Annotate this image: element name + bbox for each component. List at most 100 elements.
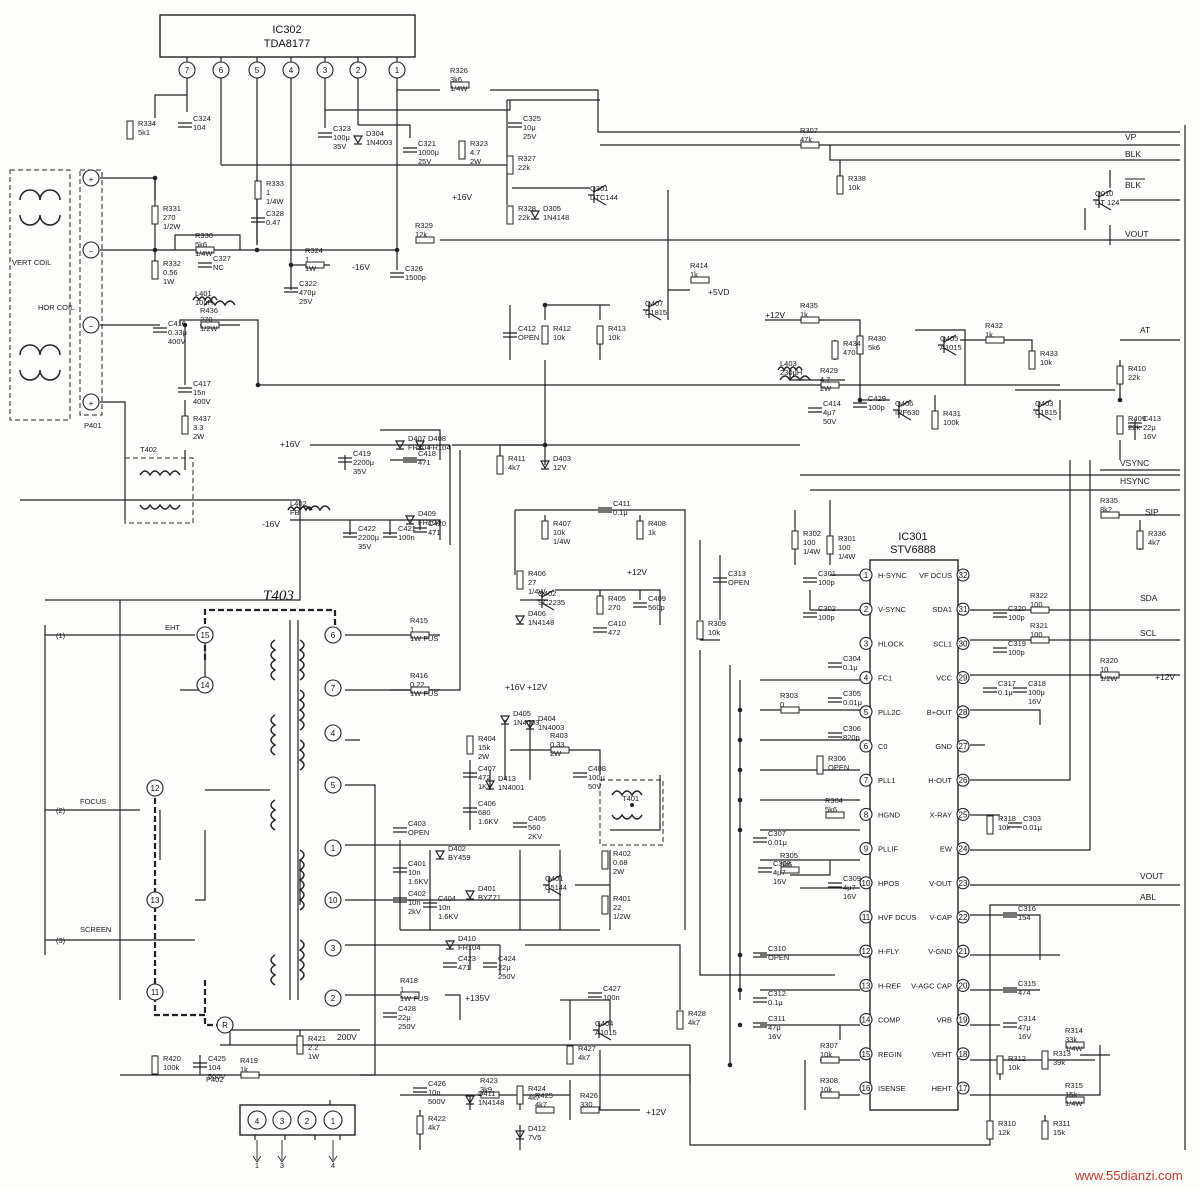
signal-label: BLK bbox=[1125, 180, 1141, 190]
component-rating: 50V bbox=[823, 417, 836, 426]
component-symbol bbox=[803, 612, 817, 618]
component-value: 1k bbox=[985, 330, 993, 339]
ic301-pin-name: B+OUT bbox=[927, 708, 953, 717]
component-value: 680 bbox=[478, 808, 491, 817]
component-value: FR104 bbox=[418, 518, 441, 527]
t403-core bbox=[289, 620, 299, 1000]
component-symbol bbox=[593, 1019, 612, 1041]
component-value: 0.47 bbox=[266, 218, 281, 227]
component-ref: C409 bbox=[648, 594, 666, 603]
component-symbol bbox=[284, 287, 298, 293]
component-ref: R302 bbox=[803, 529, 821, 538]
component-symbol bbox=[1003, 1022, 1017, 1028]
ic301-pin-name: VRB bbox=[937, 1016, 952, 1025]
component-value: IRF630 bbox=[895, 408, 920, 417]
component-ref: R307 bbox=[800, 126, 818, 135]
component-value: 5k6 bbox=[780, 860, 792, 869]
component-value: 270 bbox=[163, 213, 176, 222]
component-ref: Q406 bbox=[895, 399, 913, 408]
ic301-pin bbox=[859, 602, 873, 616]
component-ref: R326 bbox=[450, 66, 468, 75]
t403-pin-number: 15 bbox=[201, 631, 210, 640]
ic301-pin-number: 32 bbox=[959, 571, 968, 580]
component-value: FR104 bbox=[458, 943, 481, 952]
component-ref: C323 bbox=[333, 124, 351, 133]
ic301-pin-number: 27 bbox=[959, 742, 968, 751]
component-symbol bbox=[192, 296, 218, 302]
component-ref: R414 bbox=[690, 261, 708, 270]
signal-label: SCL bbox=[1140, 628, 1157, 638]
signal-label: BLK bbox=[1125, 149, 1141, 159]
component-value: 100n bbox=[603, 993, 620, 1002]
component-ref: R431 bbox=[943, 409, 961, 418]
ic301-pin-number: 14 bbox=[862, 1016, 871, 1025]
component-symbol bbox=[151, 1055, 159, 1075]
component-symbol bbox=[780, 706, 800, 714]
ic301-pin-name: SDA1 bbox=[932, 605, 952, 614]
component-symbol bbox=[240, 1071, 260, 1079]
component-symbol bbox=[596, 325, 604, 345]
junction bbox=[255, 382, 261, 388]
component-symbol bbox=[566, 1045, 574, 1065]
component-rating: 25V bbox=[523, 132, 536, 141]
ic301-pin-name: PLL1 bbox=[878, 776, 896, 785]
component-value: 0.01μ bbox=[843, 698, 862, 707]
rail-label: 200V bbox=[337, 1032, 357, 1042]
junction bbox=[737, 797, 743, 803]
t403-pin-number: 1 bbox=[331, 844, 336, 853]
component-value: 100n bbox=[398, 533, 415, 542]
ic301-pin bbox=[859, 568, 873, 582]
component-ref: C412 bbox=[518, 324, 536, 333]
component-value: 10k bbox=[998, 823, 1010, 832]
component-ref: D407 bbox=[408, 434, 426, 443]
ic301-pin-name: VCC bbox=[936, 674, 952, 683]
ic301-pin bbox=[859, 944, 873, 958]
component-ref: R434 bbox=[843, 339, 861, 348]
ic301-pin bbox=[956, 705, 970, 719]
component-value: 820p bbox=[843, 733, 860, 742]
component-ref: R419 bbox=[240, 1056, 258, 1065]
component-symbol bbox=[529, 210, 541, 220]
component-ref: R334 bbox=[138, 119, 156, 128]
component-value: 1 bbox=[410, 625, 414, 634]
ic302-pin-number: 7 bbox=[185, 66, 190, 75]
ic301-pin-name: COMP bbox=[878, 1016, 901, 1025]
component-symbol bbox=[514, 1130, 526, 1140]
component-value: 12k bbox=[998, 1128, 1010, 1137]
ic301-pin-name: VF DCUS bbox=[919, 571, 952, 580]
component-value: 4k7 bbox=[688, 1018, 700, 1027]
junction bbox=[737, 952, 743, 958]
component-value: 47μ bbox=[1018, 1023, 1031, 1032]
component-rating: 35V bbox=[358, 542, 371, 551]
component-rating: 2W bbox=[613, 867, 625, 876]
component-symbol bbox=[480, 1091, 500, 1099]
component-rating: 1/4W bbox=[553, 537, 571, 546]
p402-pin-number: 4 bbox=[255, 1117, 260, 1126]
component-ref: C405 bbox=[528, 814, 546, 823]
coil-box bbox=[9, 169, 71, 421]
component-symbol bbox=[753, 1022, 767, 1028]
component-symbol bbox=[777, 366, 803, 372]
component-value: 100k bbox=[943, 418, 960, 427]
p402-pin bbox=[323, 1110, 343, 1130]
component-rating: 1W FUS bbox=[400, 994, 428, 1003]
t402-label: T402 bbox=[140, 445, 157, 454]
component-ref: C426 bbox=[428, 1079, 446, 1088]
component-symbol bbox=[780, 866, 800, 874]
component-symbol bbox=[580, 1106, 600, 1114]
component-ref: R313 bbox=[1053, 1049, 1071, 1058]
ic301-pin bbox=[956, 1081, 970, 1095]
component-rating: 50V bbox=[588, 782, 601, 791]
component-symbol bbox=[410, 686, 430, 694]
component-symbol bbox=[496, 455, 504, 475]
component-value: SC2235 bbox=[538, 598, 565, 607]
ic301-pin-number: 13 bbox=[862, 981, 871, 990]
component-value: 560p bbox=[648, 603, 665, 612]
component-ref: R336 bbox=[1148, 529, 1166, 538]
component-symbol bbox=[400, 991, 420, 999]
ic301-pin-number: 22 bbox=[959, 913, 968, 922]
component-symbol bbox=[251, 217, 265, 223]
svg-text:+: + bbox=[89, 399, 94, 408]
rail-label: +5VD bbox=[708, 287, 730, 297]
component-ref: R410 bbox=[1128, 364, 1146, 373]
